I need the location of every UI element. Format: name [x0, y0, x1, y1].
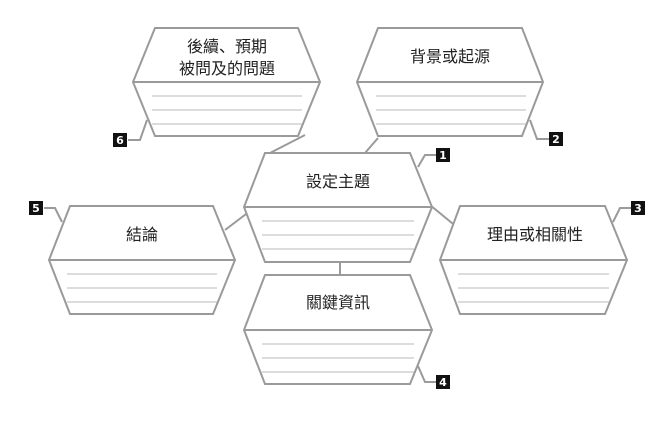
- box-reason-relevance: 理由或相關性 3: [438, 201, 645, 315]
- writing-lines: [262, 220, 414, 250]
- writing-lines: [152, 95, 302, 125]
- box-background-origin: 背景或起源 2: [355, 27, 563, 146]
- badge-box: [436, 148, 450, 162]
- badge-box: [436, 375, 450, 389]
- box-key-information: 關鍵資訊 4: [242, 274, 450, 389]
- box-title-line: 背景或起源: [410, 47, 490, 66]
- box-title-line: 關鍵資訊: [306, 293, 370, 312]
- box-set-topic: 設定主題 1: [242, 148, 450, 263]
- box-title-line: 後續、預期: [187, 37, 267, 56]
- badge-number: 2: [552, 133, 560, 146]
- badge-number: 3: [634, 202, 642, 215]
- box-title-line: 設定主題: [306, 172, 370, 191]
- badge-box: [549, 132, 563, 146]
- badge-box: [631, 201, 645, 215]
- badge-leader: [128, 119, 148, 141]
- writing-lines: [376, 95, 526, 125]
- writing-lines: [67, 273, 217, 303]
- badge-number: 4: [439, 376, 447, 389]
- box-title-line: 理由或相關性: [487, 225, 583, 244]
- badge-box: [113, 133, 127, 147]
- badge-leader: [417, 365, 436, 383]
- writing-lines: [262, 343, 414, 373]
- badge-leader: [417, 154, 436, 168]
- badge-number: 6: [116, 134, 124, 147]
- badge-leader: [612, 207, 631, 223]
- box-followup-questions: 後續、預期 被問及的問題 6: [113, 27, 322, 147]
- connector-center-topleft: [269, 134, 306, 154]
- connector-center-topright: [364, 137, 379, 154]
- badge-leader: [44, 207, 63, 223]
- box-title-line: 結論: [126, 225, 158, 244]
- writing-lines: [458, 273, 609, 303]
- badge-leader: [529, 119, 549, 140]
- box-title-line: 被問及的問題: [179, 59, 275, 78]
- badge-number: 5: [32, 202, 40, 215]
- badge-number: 1: [439, 149, 447, 162]
- badge-box: [29, 201, 43, 215]
- box-conclusion: 結論 5: [29, 201, 237, 315]
